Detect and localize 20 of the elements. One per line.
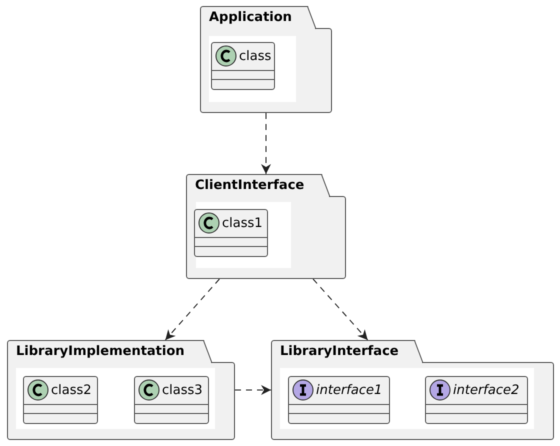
dependency-arrow — [261, 112, 271, 174]
dependency-arrow — [234, 385, 272, 395]
dependency-arrow — [312, 278, 368, 340]
package-tab: ClientInterface — [186, 174, 330, 197]
class-box — [211, 42, 275, 90]
interface-name: interface2 — [453, 382, 520, 398]
class-name: class3 — [162, 382, 203, 398]
dependency-arrow — [164, 278, 220, 340]
class-box — [23, 376, 98, 424]
interface-name: interface1 — [316, 382, 382, 398]
package-tab: Application — [200, 6, 316, 29]
class-box — [194, 209, 268, 257]
interface-box — [288, 376, 390, 424]
package-tab: LibraryInterface — [271, 340, 423, 363]
class-name: class — [239, 48, 272, 64]
interface-box — [425, 376, 528, 424]
class-name: class2 — [51, 382, 92, 398]
class-name: class1 — [222, 216, 263, 231]
package-tab: LibraryImplementation — [7, 340, 212, 363]
class-box — [134, 376, 209, 424]
